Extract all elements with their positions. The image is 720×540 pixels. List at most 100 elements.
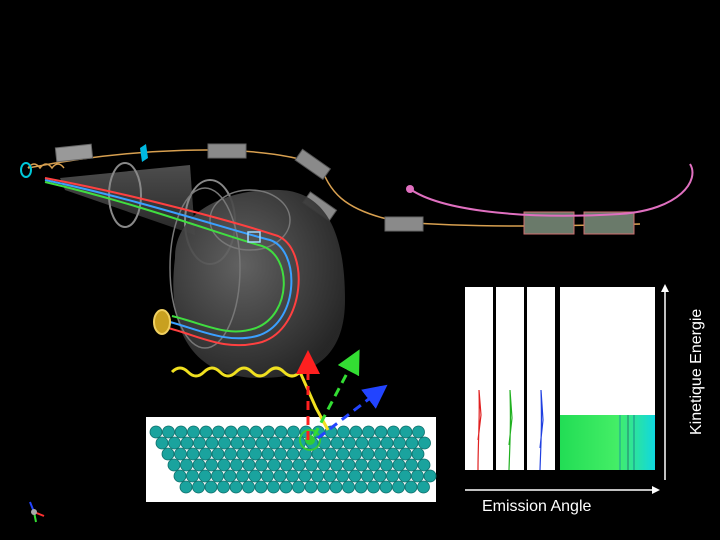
atom	[293, 459, 305, 471]
atom	[175, 448, 187, 460]
atom	[406, 437, 418, 449]
atom	[287, 448, 299, 460]
atom	[275, 448, 287, 460]
atom	[400, 426, 412, 438]
atom	[212, 470, 224, 482]
atom	[330, 481, 342, 493]
spectra-panel	[465, 287, 555, 470]
atom	[193, 459, 205, 471]
atom	[180, 481, 192, 493]
atom	[338, 426, 350, 438]
atom	[400, 448, 412, 460]
atom	[199, 470, 211, 482]
atom	[387, 470, 399, 482]
atom	[150, 426, 162, 438]
atom	[393, 481, 405, 493]
atom	[318, 459, 330, 471]
atom	[280, 481, 292, 493]
atom	[388, 426, 400, 438]
atom	[218, 481, 230, 493]
atom	[200, 426, 212, 438]
atom	[200, 448, 212, 460]
undulator	[406, 164, 692, 234]
atom	[369, 437, 381, 449]
atom	[288, 426, 300, 438]
atom	[205, 481, 217, 493]
atom	[362, 470, 374, 482]
atom	[412, 470, 424, 482]
atom	[349, 470, 361, 482]
atom	[355, 481, 367, 493]
atom	[274, 470, 286, 482]
atom	[374, 470, 386, 482]
atom	[337, 470, 349, 482]
atom	[181, 437, 193, 449]
atom	[218, 459, 230, 471]
atom	[393, 459, 405, 471]
atom	[419, 437, 431, 449]
atom	[162, 448, 174, 460]
atom	[225, 448, 237, 460]
atom	[219, 437, 231, 449]
atom	[181, 459, 193, 471]
atom	[255, 481, 267, 493]
atom	[174, 470, 186, 482]
atom	[262, 448, 274, 460]
atom	[249, 470, 261, 482]
atom	[375, 448, 387, 460]
y-axis-arrow	[661, 284, 669, 480]
atom	[350, 448, 362, 460]
atom	[343, 459, 355, 471]
atom	[188, 426, 200, 438]
atom	[362, 448, 374, 460]
atom	[350, 426, 362, 438]
atom	[213, 426, 225, 438]
atom	[324, 470, 336, 482]
atom	[331, 459, 343, 471]
atom	[243, 459, 255, 471]
atom	[356, 437, 368, 449]
atom	[168, 459, 180, 471]
atom	[331, 437, 343, 449]
atom	[281, 437, 293, 449]
atom	[299, 470, 311, 482]
atom	[275, 426, 287, 438]
atom	[356, 459, 368, 471]
atom	[312, 470, 324, 482]
hemispherical-analyzer	[45, 163, 345, 378]
atom	[230, 481, 242, 493]
atom	[293, 481, 305, 493]
atom	[406, 459, 418, 471]
atom	[381, 437, 393, 449]
atom	[387, 448, 399, 460]
atom	[243, 481, 255, 493]
atom	[212, 448, 224, 460]
atom	[375, 426, 387, 438]
atom	[175, 426, 187, 438]
atom	[262, 470, 274, 482]
atom	[225, 426, 237, 438]
atom	[163, 426, 175, 438]
atom	[169, 437, 181, 449]
atom	[412, 448, 424, 460]
detector-image	[560, 287, 655, 470]
atom	[237, 448, 249, 460]
atom	[305, 481, 317, 493]
atom	[256, 459, 268, 471]
atom	[394, 437, 406, 449]
y-axis-label: Kinetique Energie	[688, 309, 706, 435]
atom	[287, 470, 299, 482]
atom	[424, 470, 436, 482]
atom	[318, 481, 330, 493]
atom	[244, 437, 256, 449]
atom	[405, 481, 417, 493]
atom	[206, 437, 218, 449]
atom	[281, 459, 293, 471]
atom	[268, 481, 280, 493]
atom	[325, 448, 337, 460]
atom	[381, 459, 393, 471]
atom	[343, 481, 355, 493]
atom	[206, 459, 218, 471]
atom	[237, 470, 249, 482]
